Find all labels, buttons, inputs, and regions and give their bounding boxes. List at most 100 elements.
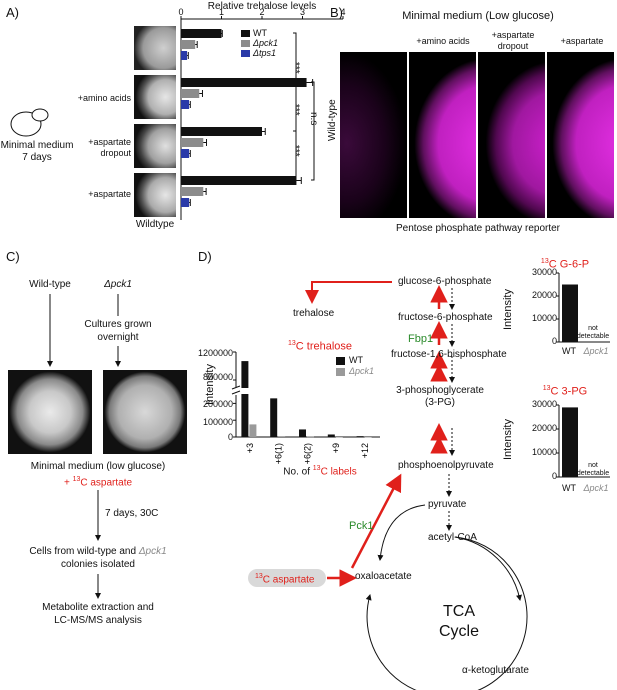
axis-a-tick-label: 4 <box>340 7 346 17</box>
legend-label-tps1: Δtps1 <box>253 48 277 58</box>
panel-c-extraction-2: LC-MS/MS analysis <box>54 615 142 626</box>
panel-c-aspartate-sup: 13 <box>72 476 81 483</box>
colony-image-aspartate-dropout <box>134 124 176 168</box>
panel-c-incubation: 7 days, 30C <box>105 508 159 519</box>
tre-break-2 <box>231 390 241 395</box>
axis-a-tick-label: 3 <box>299 7 306 17</box>
panel-b-title: Minimal medium (Low glucose) <box>402 10 554 22</box>
bar-a-2-2 <box>181 149 190 158</box>
panel-a-caption: Wildtype <box>135 219 175 230</box>
sig-bracket-2 <box>293 130 297 181</box>
pg-chart-title-text: C 3-PG <box>550 385 588 398</box>
row-label-amino-acids: +amino acids <box>77 93 131 103</box>
tre-bar-0-0 <box>241 361 249 437</box>
colony-image-wt <box>8 370 92 454</box>
pg-na-1: not <box>588 462 598 469</box>
aspartate-text: C aspartate <box>262 574 315 586</box>
bar-a-0-1 <box>181 78 307 87</box>
bar-a-0-0 <box>181 29 222 38</box>
axis-a-tick-label: 1 <box>218 7 225 17</box>
g6p-chart-title-text: C G-6-P <box>548 258 590 271</box>
bar-a-0-2 <box>181 127 262 136</box>
panel-a-axis-title: Relative trehalose levels <box>207 1 317 12</box>
panel-c-label: C) <box>6 249 20 264</box>
g6p-xlabel-wt: WT <box>562 346 576 356</box>
chartPG-bar-0 <box>562 407 578 477</box>
bar-a-2-1 <box>181 100 190 109</box>
bar-a-1-2 <box>181 138 204 147</box>
panel-c-aspartate: + 13C aspartate <box>64 476 132 488</box>
panel-b-label: B) <box>330 5 343 20</box>
bar-a-1-3 <box>181 187 204 196</box>
panel-c-cells-prefix: Cells from wild-type and <box>29 546 139 557</box>
panel-c-wt: Wild-type <box>29 279 71 290</box>
enzyme-pck1: Pck1 <box>349 520 374 532</box>
chartG6P-bar-0 <box>562 284 578 342</box>
panel-b-col-aspartate: +aspartate <box>560 36 604 46</box>
metabolite-pyruvate: pyruvate <box>428 499 467 510</box>
trehalose-chart-xlabel: No. of 13C labels <box>283 465 356 477</box>
trehalose-ytick-100000: 100000 <box>202 417 233 427</box>
tre-bar-1-2 <box>307 436 314 438</box>
trehalose-ytick-200000: 200000 <box>202 399 233 409</box>
tca-label-2: Cycle <box>438 623 480 640</box>
trehalose-legend-swatch-pck1 <box>336 368 345 376</box>
trehalose-legend-wt: WT <box>349 355 363 365</box>
trehalose-chart-title: 13C trehalose <box>288 340 352 353</box>
g6p-ytick-30000: 30000 <box>531 267 557 277</box>
sig-bracket-3 <box>311 81 315 181</box>
colony-image-pck1 <box>103 370 187 454</box>
trehalose-chart-title-text: C trehalose <box>295 340 353 353</box>
trehalose-ytick-1200000: 1200000 <box>197 348 233 358</box>
enzyme-fbp1: Fbp1 <box>408 333 434 345</box>
reporter-image-minimal <box>340 52 407 218</box>
aspartate-pill <box>248 569 326 587</box>
tre-xtick-label: +6(2) <box>302 443 312 464</box>
panel-c-aspartate-text: C aspartate <box>80 477 133 489</box>
axis-a-tick-label: 2 <box>259 7 265 17</box>
row-label-aspartate-dropout-2: dropout <box>100 148 131 158</box>
g6p-chart-title: 13C G-6-P <box>541 258 589 271</box>
bar-a-1-0 <box>181 40 196 49</box>
g6p-ytick-20000: 20000 <box>531 290 557 300</box>
legend-swatch-pck1 <box>241 40 250 47</box>
reporter-image-aspartate <box>547 52 614 218</box>
aspartate-sup: 13 <box>255 573 263 580</box>
tca-label-1: TCA <box>443 603 475 620</box>
metabolite-f16bp: fructose-1,6-bisphosphate <box>391 349 507 360</box>
tre-bar-break-0 <box>240 388 250 394</box>
panel-c-extraction-1: Metabolite extraction and <box>42 602 154 613</box>
g6p-chart-title-sup: 13 <box>540 258 549 265</box>
row-label-aspartate-dropout-1: +aspartate <box>88 137 131 147</box>
panel-c-cells-gene: Δpck1 <box>138 546 167 557</box>
condition-label-1: Minimal medium <box>0 140 74 151</box>
metabolite-oxaloacetate: oxaloacetate <box>355 571 412 582</box>
condition-label-2: 7 days <box>22 152 52 163</box>
panel-c-cells-line: Cells from wild-type and Δpck1 <box>29 547 166 557</box>
pg-chart-title-sup: 13 <box>542 385 551 392</box>
colony-image-minimal <box>134 26 176 70</box>
tre-bar-1-1 <box>278 436 286 437</box>
trehalose-xlabel-mid: C labels <box>320 466 357 478</box>
axis-a-tick-label: 0 <box>178 7 184 17</box>
tre-xtick-label: +6(1) <box>274 443 284 464</box>
tre-bar-0-1 <box>270 398 278 437</box>
metabolite-aspartate: 13C aspartate <box>255 573 315 585</box>
g6p-ytick-10000: 10000 <box>531 313 557 323</box>
trehalose-chart-title-sup: 13 <box>287 340 296 347</box>
panel-c-pck1: Δpck1 <box>104 279 132 290</box>
pg-ytick-10000: 10000 <box>531 447 557 457</box>
reporter-image-aspartate-dropout <box>478 52 545 218</box>
bar-a-2-3 <box>181 198 190 207</box>
tre-xtick-label: +12 <box>360 443 370 458</box>
legend-label-pck1: Δpck1 <box>253 38 279 48</box>
metabolite-trehalose: trehalose <box>293 308 335 319</box>
tre-bar-0-2 <box>299 429 306 437</box>
metabolite-3pg: 3-phosphoglycerate <box>396 385 484 396</box>
